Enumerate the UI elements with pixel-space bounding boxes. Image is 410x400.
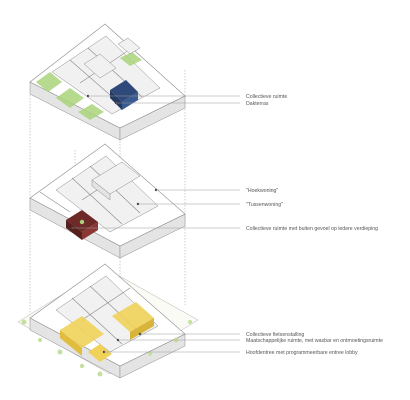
green-terrace <box>56 88 84 108</box>
social-space-block <box>60 316 104 348</box>
dwelling-level <box>29 143 186 259</box>
label-maatschappelijke-ruimte: Maatschappelijke ruimte, met wasbar en o… <box>246 338 383 344</box>
callout-labels: Collectieve ruimte Dakterras "Hoekwoning… <box>246 94 383 356</box>
site-greenery <box>21 319 192 377</box>
label-fietsenstalling: Collectieve fietsenstalling <box>246 332 304 338</box>
ground-level <box>17 263 199 379</box>
collective-room-block <box>110 80 138 102</box>
label-collectieve-ruimte: Collectieve ruimte <box>246 94 287 100</box>
roof-level <box>29 23 186 141</box>
label-hoekwoning: "Hoekwoning" <box>246 188 278 194</box>
entrance-block <box>88 344 112 362</box>
bicycle-storage-block <box>112 302 154 332</box>
green-terrace <box>78 104 104 120</box>
label-hoofdentree: Hoofdentree met programmeerbare entree l… <box>246 350 358 356</box>
green-terrace <box>120 52 142 66</box>
label-tussenwoning: "Tussenwoning" <box>246 202 283 208</box>
label-dakterras: Dakterras <box>246 101 269 107</box>
leader-lines <box>72 95 240 353</box>
label-collectieve-ruimte-buiten: Collectieve ruimte met buiten gevoel op … <box>246 226 378 232</box>
green-terrace <box>36 72 62 92</box>
